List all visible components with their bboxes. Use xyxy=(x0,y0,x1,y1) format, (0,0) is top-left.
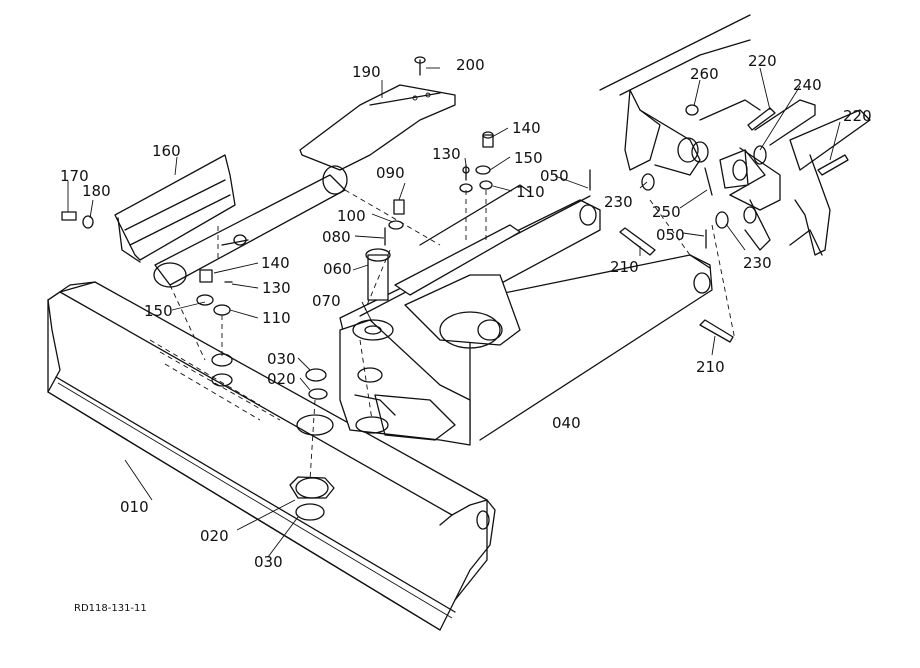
callout-050: 050 xyxy=(540,167,569,185)
callout-110: 110 xyxy=(516,183,545,201)
callout-230: 230 xyxy=(604,193,633,211)
callout-170: 170 xyxy=(60,167,89,185)
assembly-lines xyxy=(169,189,736,481)
mount-bracket-right xyxy=(599,14,871,256)
callout-100: 100 xyxy=(337,207,366,225)
callout-labels: 010 020 030 030 020 070 060 080 100 090 … xyxy=(60,52,872,614)
drawing-code: RD118-131-11 xyxy=(74,603,147,614)
callout-130: 130 xyxy=(262,279,291,297)
callout-150: 150 xyxy=(514,149,543,167)
callout-010: 010 xyxy=(120,498,149,516)
callout-110: 110 xyxy=(262,309,291,327)
callout-150: 150 xyxy=(144,302,173,320)
callout-260: 260 xyxy=(690,65,719,83)
callout-020: 020 xyxy=(200,527,229,545)
callout-220: 220 xyxy=(748,52,777,70)
callout-200: 200 xyxy=(456,56,485,74)
small-parts xyxy=(61,56,849,436)
plate-190 xyxy=(299,84,456,171)
callout-090: 090 xyxy=(376,164,405,182)
callout-140: 140 xyxy=(512,119,541,137)
callout-230: 230 xyxy=(743,254,772,272)
callout-030: 030 xyxy=(254,553,283,571)
leader-lines xyxy=(67,67,841,558)
callout-130: 130 xyxy=(432,145,461,163)
callout-070: 070 xyxy=(312,292,341,310)
callout-140: 140 xyxy=(261,254,290,272)
callout-030: 030 xyxy=(267,350,296,368)
callout-020: 020 xyxy=(267,370,296,388)
callout-210: 210 xyxy=(696,358,725,376)
callout-210: 210 xyxy=(610,258,639,276)
blade-010 xyxy=(47,281,496,631)
callout-240: 240 xyxy=(793,76,822,94)
callout-220: 220 xyxy=(843,107,872,125)
cover-160 xyxy=(114,154,236,263)
callout-180: 180 xyxy=(82,182,111,200)
callout-050: 050 xyxy=(656,226,685,244)
callout-040: 040 xyxy=(552,414,581,432)
callout-080: 080 xyxy=(322,228,351,246)
callout-190: 190 xyxy=(352,63,381,81)
frame-040 xyxy=(339,184,713,446)
callout-160: 160 xyxy=(152,142,181,160)
callout-250: 250 xyxy=(652,203,681,221)
callout-060: 060 xyxy=(323,260,352,278)
